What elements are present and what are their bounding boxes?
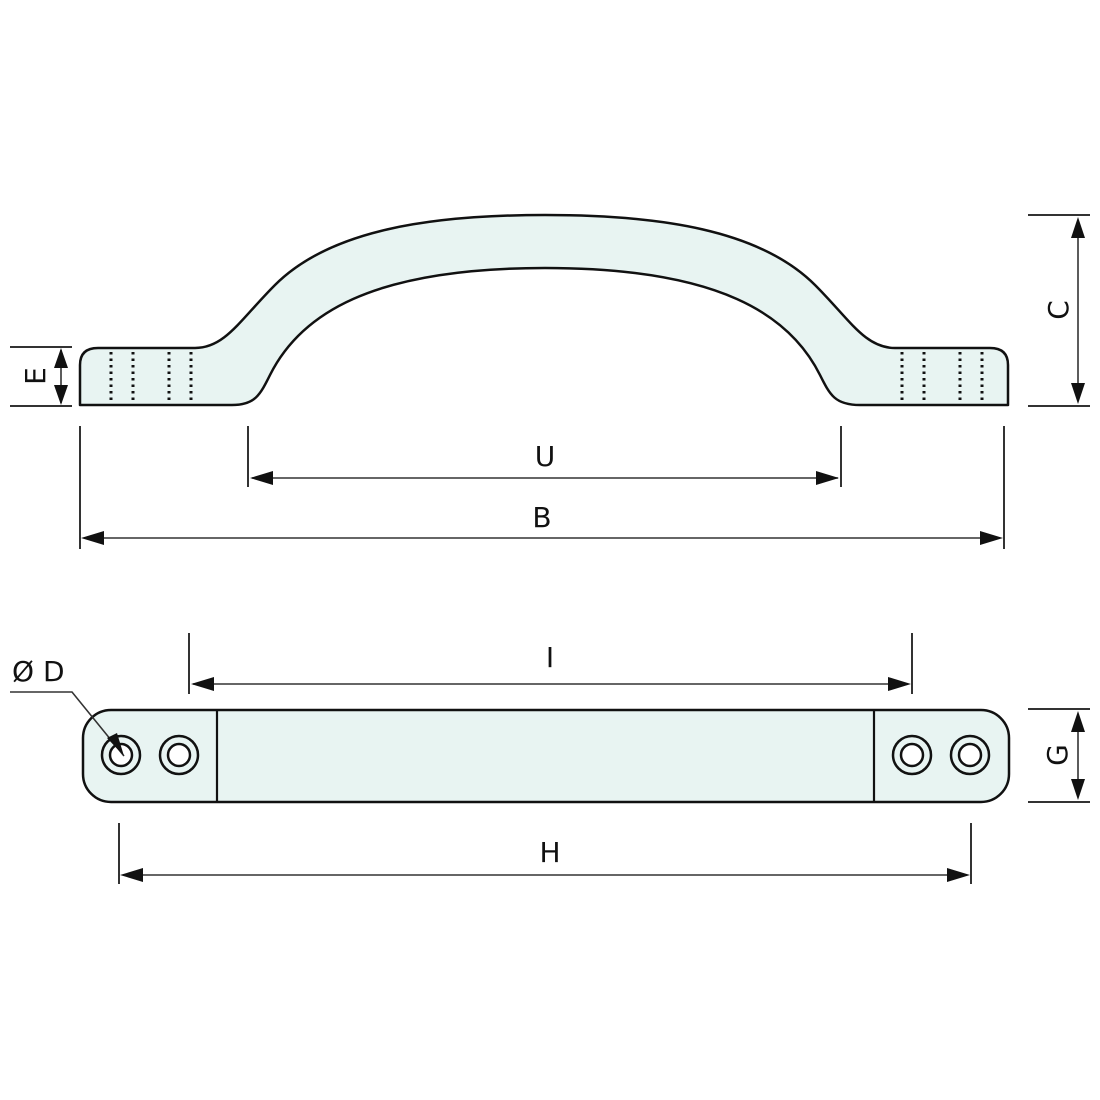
dimension-c: C xyxy=(1028,214,1090,407)
label-g: G xyxy=(1041,744,1074,766)
mounting-hole xyxy=(949,734,991,776)
mounting-hole xyxy=(158,734,200,776)
dimension-e: E xyxy=(10,346,72,407)
dimension-h: H xyxy=(118,823,972,884)
label-u: U xyxy=(535,440,556,473)
mounting-hole xyxy=(100,734,142,776)
dimension-d: Ø D xyxy=(10,655,125,757)
top-view xyxy=(81,708,1011,804)
label-e: E xyxy=(19,367,52,385)
label-d: Ø D xyxy=(12,655,65,688)
side-view xyxy=(78,213,1010,407)
label-i: I xyxy=(546,641,554,674)
dimension-g: G xyxy=(1028,708,1090,803)
handle-side-profile xyxy=(78,213,1010,407)
dimension-i: I xyxy=(188,633,913,694)
mounting-hole xyxy=(891,734,933,776)
dimension-u: U xyxy=(247,426,842,487)
label-h: H xyxy=(539,836,560,869)
handle-base-outline xyxy=(81,708,1011,804)
label-c: C xyxy=(1042,300,1075,320)
label-b: B xyxy=(532,501,551,534)
dimension-b: B xyxy=(79,426,1005,549)
